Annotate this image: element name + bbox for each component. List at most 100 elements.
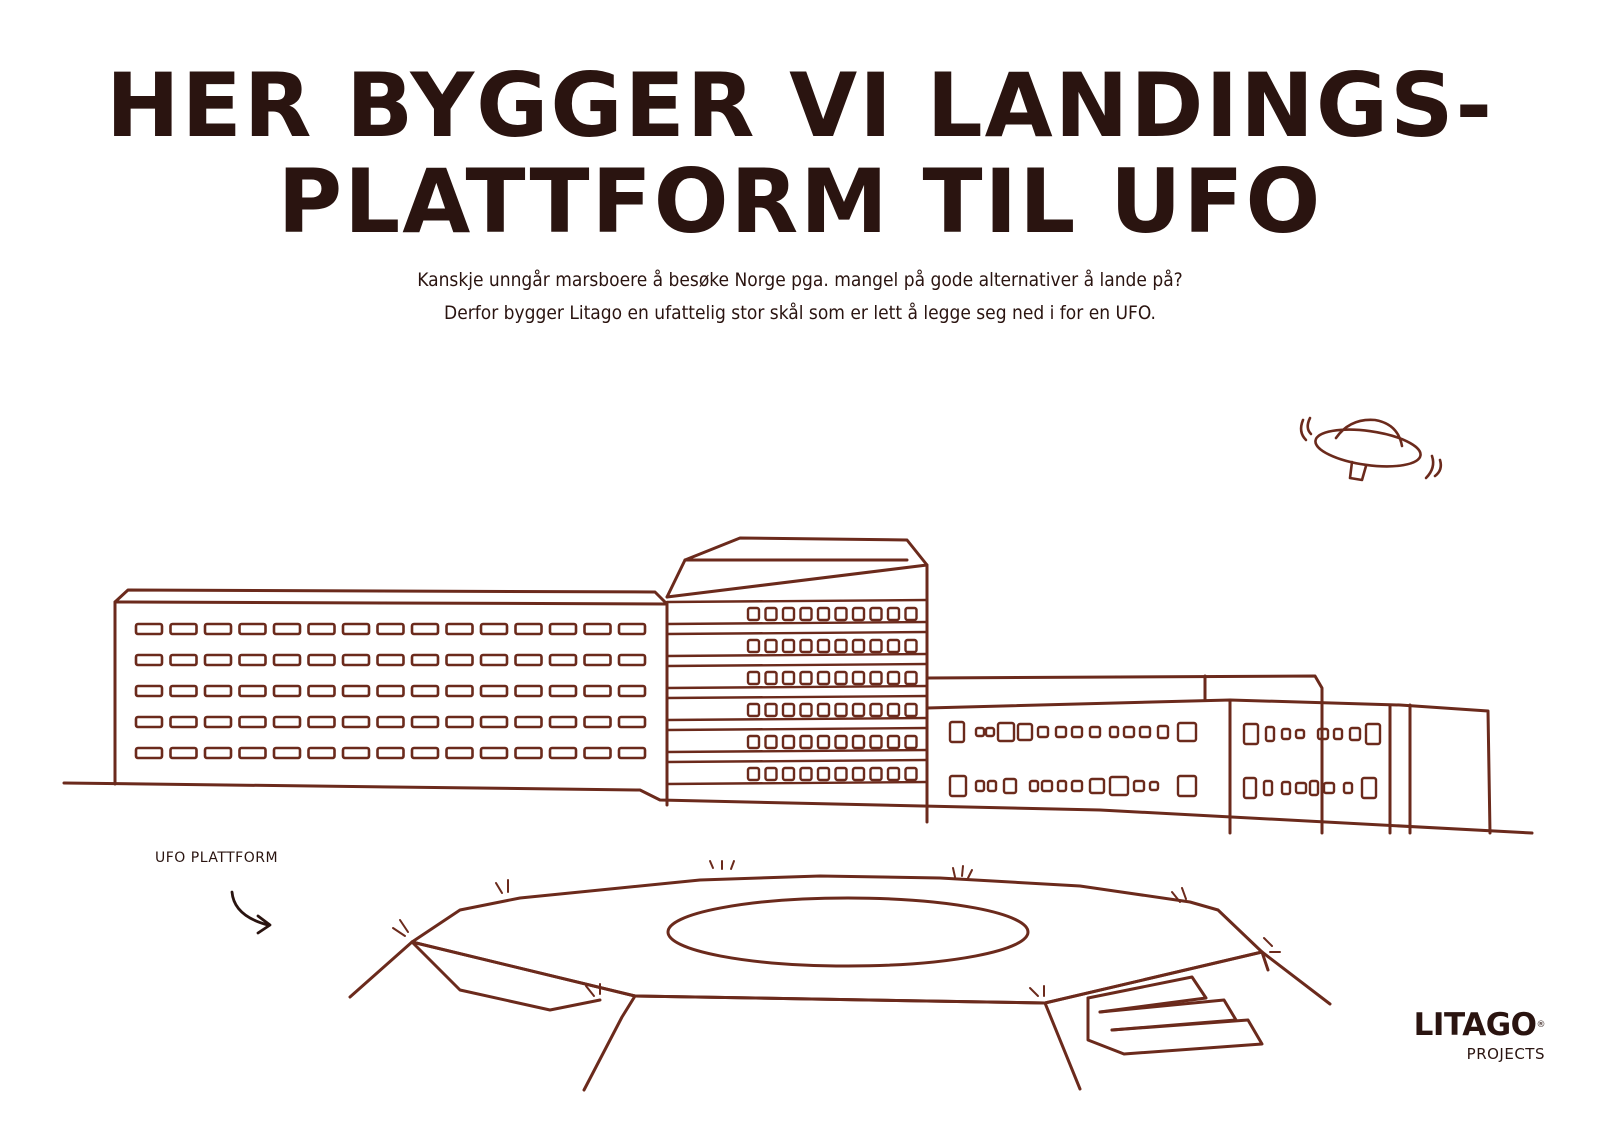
window — [341, 653, 371, 667]
window — [851, 702, 866, 718]
window — [816, 702, 831, 718]
window — [617, 622, 647, 636]
window — [869, 670, 883, 686]
window — [781, 734, 796, 750]
window — [984, 726, 996, 738]
window — [1242, 776, 1258, 800]
window — [996, 721, 1016, 743]
window — [746, 638, 761, 654]
building-middle — [665, 536, 929, 824]
window — [203, 746, 233, 760]
window — [479, 746, 509, 760]
window — [134, 622, 164, 636]
window — [1054, 725, 1068, 739]
window — [238, 684, 267, 698]
headline-line-2: PLATTFORM TIL UFO — [277, 150, 1323, 253]
window — [1294, 781, 1308, 795]
window — [1316, 727, 1330, 741]
window — [851, 638, 866, 654]
window — [799, 638, 813, 654]
window — [617, 746, 647, 760]
window — [851, 606, 866, 622]
floor-line — [665, 684, 929, 690]
logo-wordmark: LITAGO® — [1413, 1007, 1546, 1043]
building-left — [113, 588, 669, 807]
window — [583, 746, 612, 760]
floor-line — [665, 726, 929, 732]
window — [781, 670, 796, 686]
window — [816, 670, 831, 686]
window — [974, 779, 986, 793]
window — [548, 746, 578, 760]
floor-line — [665, 598, 929, 604]
window — [1308, 779, 1320, 797]
window — [764, 670, 778, 686]
window — [307, 653, 336, 667]
window — [169, 684, 198, 698]
window — [445, 622, 474, 636]
window — [746, 670, 761, 686]
window — [548, 622, 578, 636]
window — [904, 670, 918, 686]
window — [134, 715, 164, 729]
window — [410, 746, 440, 760]
window — [764, 702, 778, 718]
window — [272, 715, 302, 729]
window — [1108, 775, 1130, 797]
window — [514, 622, 543, 636]
window — [799, 702, 813, 718]
window — [904, 734, 918, 750]
window — [1088, 777, 1106, 795]
ufo-platform — [348, 860, 1332, 1092]
window — [869, 766, 883, 782]
window — [781, 766, 796, 782]
window — [904, 702, 918, 718]
window — [764, 734, 778, 750]
window — [834, 638, 848, 654]
floor-line — [665, 620, 929, 626]
window — [1332, 727, 1344, 741]
window — [617, 684, 647, 698]
window — [514, 746, 543, 760]
window — [617, 715, 647, 729]
window — [445, 715, 474, 729]
window — [1040, 779, 1054, 793]
window — [1122, 725, 1136, 739]
logo-subtitle: PROJECTS — [1466, 1045, 1545, 1063]
litago-logo[interactable]: LITAGO® PROJECTS — [1405, 1007, 1546, 1066]
window — [169, 622, 198, 636]
window — [583, 684, 612, 698]
window — [307, 684, 336, 698]
window — [869, 734, 883, 750]
window — [1036, 725, 1050, 739]
window — [1322, 781, 1336, 795]
window — [974, 726, 986, 738]
window — [410, 653, 440, 667]
window — [203, 653, 233, 667]
window — [816, 606, 831, 622]
window — [948, 720, 966, 744]
window — [514, 715, 543, 729]
window — [1132, 779, 1146, 793]
window — [272, 684, 302, 698]
window — [272, 746, 302, 760]
window — [410, 715, 440, 729]
window — [1342, 781, 1354, 795]
window — [764, 638, 778, 654]
window — [886, 734, 901, 750]
window — [869, 702, 883, 718]
window — [1264, 725, 1276, 743]
window — [134, 684, 164, 698]
window — [203, 622, 233, 636]
floor-line — [665, 758, 929, 764]
window — [272, 622, 302, 636]
window — [1028, 779, 1040, 793]
window — [376, 715, 405, 729]
floor-line — [665, 748, 929, 754]
subtitle-line-2: Derfor bygger Litago en ufattelig stor s… — [444, 302, 1156, 324]
window — [834, 670, 848, 686]
window — [134, 653, 164, 667]
window — [617, 653, 647, 667]
window — [203, 715, 233, 729]
